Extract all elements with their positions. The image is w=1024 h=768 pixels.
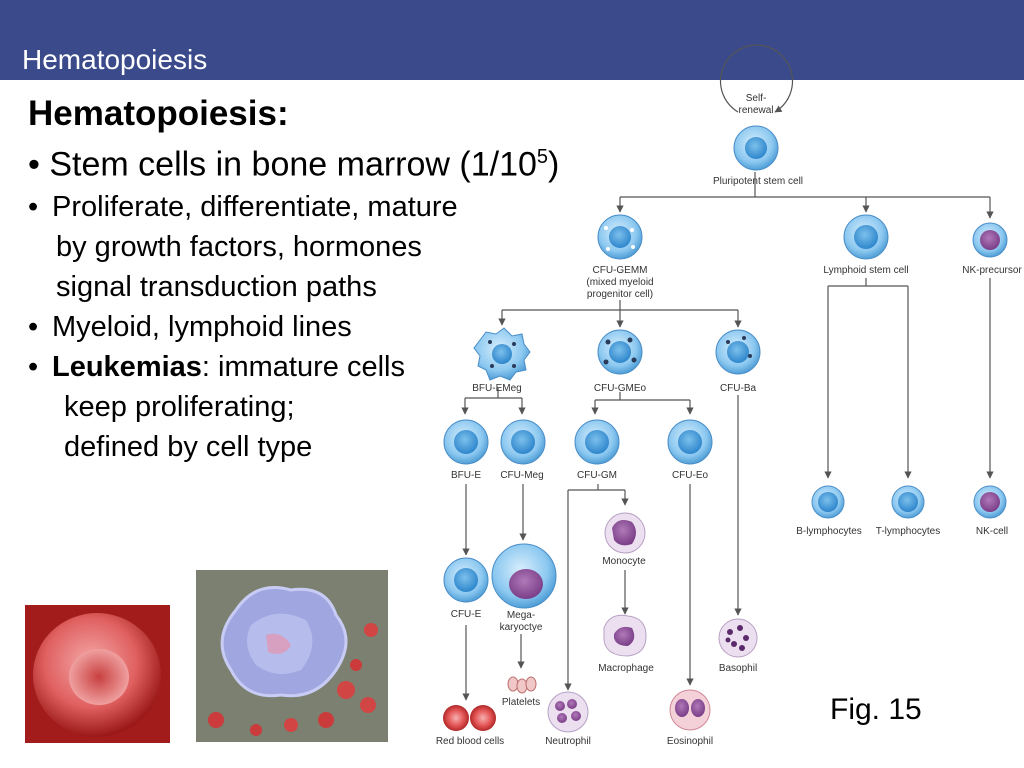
platelets-label: Platelets [502, 697, 540, 708]
bullet-line: by growth factors, hormones [56, 231, 422, 264]
red-blood-cell-photo [25, 605, 170, 743]
megakaryocyte-cell [491, 543, 557, 609]
diagram-connectors [465, 44, 994, 701]
slide-header-title: Hematopoiesis [22, 44, 208, 75]
bullet-line: defined by cell type [64, 431, 313, 464]
basophil-cell [718, 618, 758, 658]
lymphoid-stem-cell [843, 214, 889, 260]
mega-label-1: Mega- [507, 610, 535, 621]
nk-precursor-cell [972, 222, 1008, 258]
nk-cell [973, 485, 1007, 519]
t-lymph-label: T-lymphocytes [876, 526, 940, 537]
macrophage-label: Macrophage [598, 663, 654, 674]
cfu-gemm-label: CFU-GEMM [593, 265, 648, 276]
superscript: 5 [536, 146, 549, 168]
bullet-text: Myeloid, lymphoid lines [52, 311, 352, 344]
bullet-leukemias: • Leukemias: immature cells [28, 347, 588, 387]
rbc-label: Red blood cells [436, 736, 504, 747]
self-renewal-label-1: Self- [746, 93, 767, 104]
activated-platelet-photo [196, 570, 388, 742]
bfu-e-cell [443, 419, 489, 465]
cfu-eo-label: CFU-Eo [672, 470, 709, 481]
bfu-emeg-cell [473, 327, 531, 381]
eosinophil-label: Eosinophil [667, 736, 713, 747]
bullet-text-close: ) [548, 145, 560, 184]
cfu-gmeo-cell [597, 329, 643, 375]
lymphoid-stem-label: Lymphoid stem cell [823, 265, 908, 276]
pluripotent-stem-cell [733, 125, 779, 171]
bullet-marker: • [28, 311, 39, 344]
monocyte-label: Monocyte [602, 556, 646, 567]
title-bar: Hematopoiesis [0, 0, 1024, 80]
bullet-line: keep proliferating; [64, 391, 295, 424]
platelets-cells [507, 676, 537, 694]
monocyte-cell [604, 512, 646, 554]
b-lymphocyte-cell [811, 485, 845, 519]
mega-label-2: karyoctye [500, 622, 543, 633]
macrophage-cell [603, 614, 647, 657]
cfu-ba-label: CFU-Ba [720, 383, 757, 394]
slide-heading: Hematopoiesis: [28, 94, 289, 133]
cfu-gmeo-label: CFU-GMEo [594, 383, 647, 394]
b-lymph-label: B-lymphocytes [796, 526, 862, 537]
bullet-stem-cells: • Stem cells in bone marrow (1/105) [28, 134, 588, 187]
nk-cell-label: NK-cell [976, 526, 1008, 537]
bullet-marker: • [28, 191, 39, 224]
nk-precursor-label: NK-precursor [962, 265, 1022, 276]
bullet-line: signal transduction paths [56, 271, 377, 304]
cfu-gemm-sub1: (mixed myeloid [586, 277, 653, 288]
bullet-text: : immature cells [201, 351, 405, 384]
self-renewal-label-2: renewal [738, 105, 773, 116]
cfu-meg-cell [500, 419, 546, 465]
eosinophil-cell [669, 689, 711, 731]
bfu-emeg-label: BFU-EMeg [472, 383, 521, 394]
bullet-marker: • [28, 351, 39, 384]
bullet-bold-text: Leukemias [52, 351, 202, 384]
bfu-e-label: BFU-E [451, 470, 481, 481]
cfu-meg-label: CFU-Meg [500, 470, 543, 481]
cfu-gemm-cell [597, 214, 643, 260]
bullet-list: Hematopoiesis: • Stem cells in bone marr… [28, 94, 588, 467]
cfu-gm-cell [574, 419, 620, 465]
bullet-text: Stem cells in bone marrow (1/10 [49, 145, 537, 184]
bullet-marker: • [28, 145, 40, 184]
cfu-gemm-sub2: progenitor cell) [587, 289, 653, 300]
neutrophil-cell [547, 691, 589, 733]
cfu-e-label: CFU-E [451, 609, 482, 620]
cfu-e-cell [443, 557, 489, 603]
bullet-text: Proliferate, differentiate, mature [52, 191, 458, 224]
cfu-eo-cell [667, 419, 713, 465]
red-blood-cells [443, 705, 496, 731]
t-lymphocyte-cell [891, 485, 925, 519]
figure-label: Fig. 15 [830, 693, 922, 726]
cfu-ba-cell [715, 329, 761, 375]
pluripotent-label: Pluripotent stem cell [713, 176, 803, 187]
bullet-lines: • Myeloid, lymphoid lines [28, 307, 588, 347]
basophil-label: Basophil [719, 663, 757, 674]
neutrophil-label: Neutrophil [545, 736, 591, 747]
cfu-gm-label: CFU-GM [577, 470, 617, 481]
bullet-proliferate: • Proliferate, differentiate, mature [28, 187, 588, 227]
